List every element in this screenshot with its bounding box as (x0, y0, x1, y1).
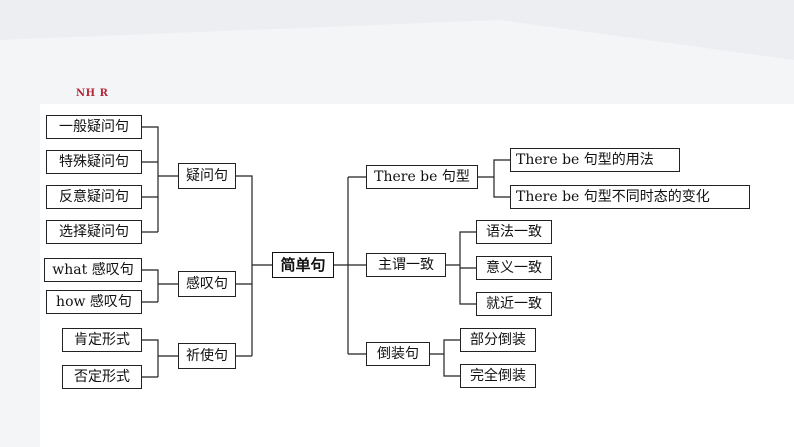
leaf-node: 反意疑问句 (46, 185, 142, 209)
leaf-node: 完全倒装 (460, 364, 536, 388)
branch-node-exclamatory: 感叹句 (178, 271, 236, 297)
connector (236, 175, 272, 357)
connector (334, 176, 366, 355)
root-node: 简单句 (272, 252, 334, 278)
connector (478, 159, 510, 198)
branch-node-there-be: There be 句型 (366, 165, 478, 189)
connector (142, 269, 178, 303)
leaf-node: 否定形式 (62, 365, 142, 389)
logo-watermark: NH R (76, 88, 109, 99)
connector (430, 339, 460, 377)
leaf-node: There be 句型不同时态的变化 (510, 185, 750, 209)
leaf-node: 肯定形式 (62, 328, 142, 352)
leaf-node: 特殊疑问句 (46, 150, 142, 174)
branch-node-inversion: 倒装句 (366, 342, 430, 366)
connector (142, 339, 178, 378)
leaf-node: what 感叹句 (44, 258, 142, 282)
leaf-node: 就近一致 (476, 292, 552, 316)
leaf-node: 语法一致 (476, 220, 552, 244)
branch-node-interrogative: 疑问句 (178, 163, 236, 189)
leaf-node: 选择疑问句 (46, 220, 142, 244)
leaf-node: 意义一致 (476, 256, 552, 280)
branch-node-agreement: 主谓一致 (366, 253, 446, 277)
branch-node-imperative: 祈使句 (178, 343, 236, 369)
connector (142, 126, 178, 233)
leaf-node: 一般疑问句 (46, 115, 142, 139)
leaf-node: There be 句型的用法 (510, 148, 680, 172)
connector (446, 231, 476, 305)
leaf-node: 部分倒装 (460, 328, 536, 352)
leaf-node: how 感叹句 (46, 290, 142, 314)
